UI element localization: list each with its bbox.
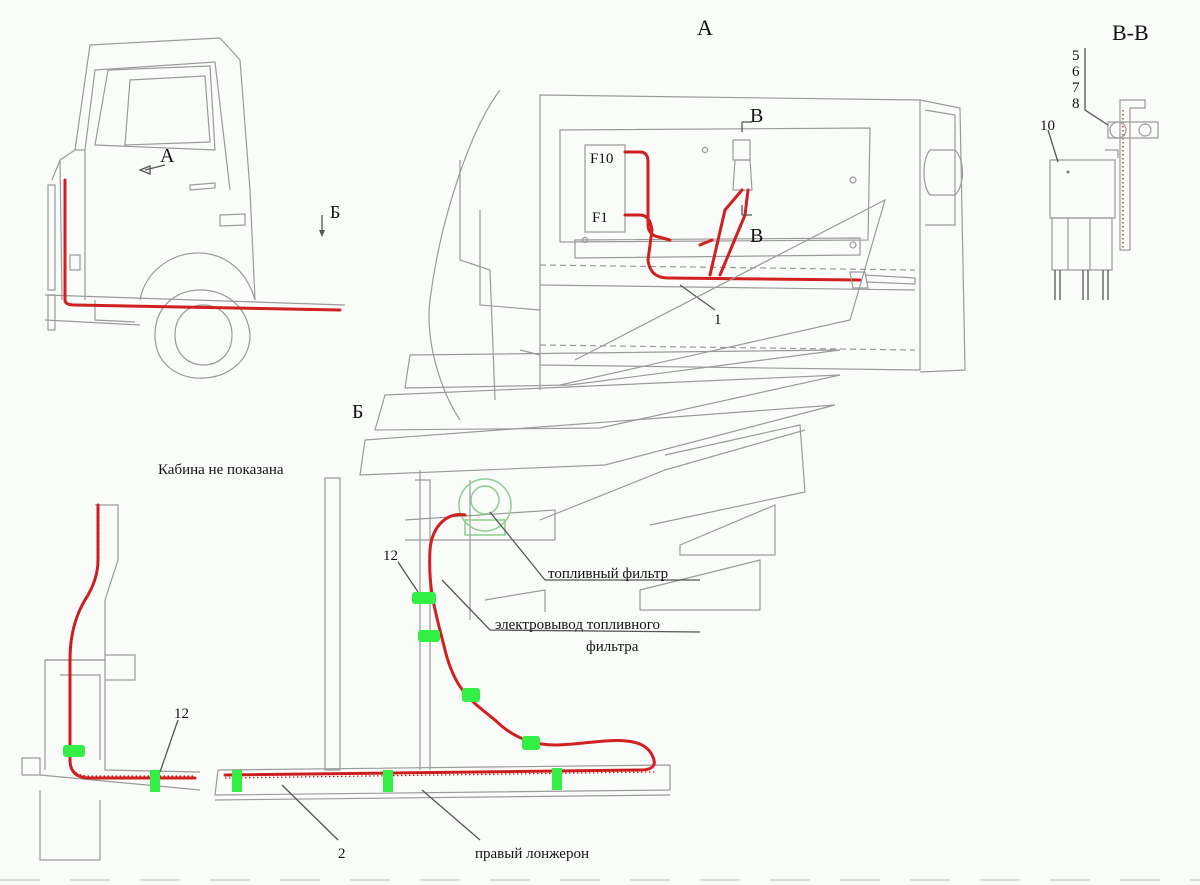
cabin-note: Кабина не показана — [158, 462, 284, 478]
section-bb-detail — [1047, 48, 1159, 300]
arrow-a-label: А — [160, 145, 175, 167]
part-7-label: 7 — [1072, 80, 1080, 96]
fuse-f1-label: F1 — [592, 210, 608, 226]
part-6-label: 6 — [1072, 64, 1080, 80]
part-5-label: 5 — [1072, 48, 1080, 64]
section-mark-top: В — [750, 105, 763, 127]
fuel-filter-label: топливный фильтр — [548, 566, 668, 582]
clamp — [418, 630, 440, 642]
view-b-title: Б — [352, 401, 363, 423]
clamp — [522, 736, 540, 750]
clamp — [383, 770, 393, 792]
part-1-label: 1 — [714, 312, 722, 328]
left-detail — [21, 503, 201, 861]
part-10-label: 10 — [1040, 118, 1055, 134]
section-mark-bottom: В — [750, 225, 763, 247]
part-2-label: 2 — [338, 846, 346, 862]
fuel-filter-lead-label-2: фильтра — [586, 639, 639, 655]
part-12-label-left: 12 — [174, 706, 189, 722]
part-12-label-right: 12 — [383, 548, 398, 564]
view-a-title: А — [697, 15, 713, 40]
fuel-filter-lead-label-1: электровывод топливного — [495, 617, 660, 633]
section-bb-title: В-В — [1112, 20, 1149, 45]
part-8-label: 8 — [1072, 96, 1080, 112]
fuse-f10-label: F10 — [590, 151, 613, 167]
clamp — [150, 770, 160, 792]
clamp — [232, 770, 242, 792]
right-spar-label: правый лонжерон — [475, 846, 589, 862]
clamp — [412, 592, 436, 604]
clamp — [462, 688, 480, 702]
clamp — [552, 768, 562, 790]
clamp — [63, 745, 85, 757]
view-b-chassis — [214, 198, 886, 841]
view-a-panel — [428, 89, 966, 421]
truck-cab-view — [44, 37, 346, 379]
arrow-b-label: Б — [330, 202, 340, 222]
